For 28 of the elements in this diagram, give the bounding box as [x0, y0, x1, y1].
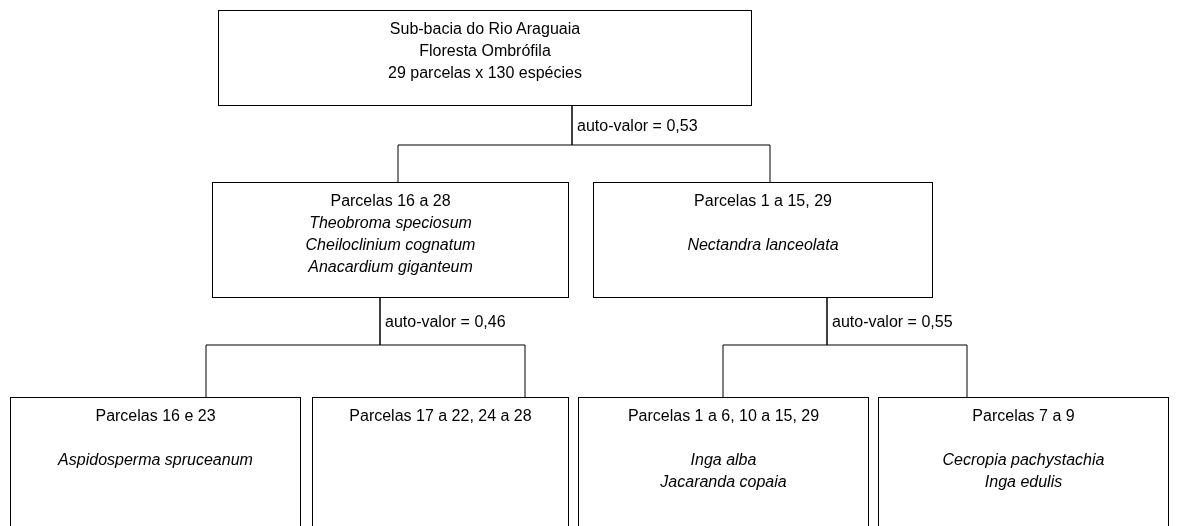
species-name: Theobroma speciosum: [309, 213, 472, 233]
group-heading: Parcelas 1 a 15, 29: [694, 191, 832, 211]
species-name: Inga alba: [690, 450, 757, 470]
species-name: Cheiloclinium cognatum: [305, 235, 476, 255]
species-name: Nectandra lanceolata: [687, 235, 839, 255]
group-box: [578, 397, 869, 526]
group-box: [218, 10, 752, 106]
group-box: [212, 182, 569, 298]
group-box: [878, 397, 1169, 526]
group-box: [10, 397, 301, 526]
connector-line: [379, 297, 526, 398]
group-box: [312, 397, 569, 526]
group-heading: Parcelas 7 a 9: [972, 406, 1075, 426]
species-name: Jacaranda copaia: [660, 472, 787, 492]
connector-line: [826, 297, 968, 398]
group-heading: Parcelas 17 a 22, 24 a 28: [349, 406, 532, 426]
species-name: Aspidosperma spruceanum: [58, 450, 253, 470]
group-heading: Floresta Ombrófila: [419, 41, 551, 61]
group-heading: Parcelas 1 a 6, 10 a 15, 29: [627, 406, 820, 426]
group-heading: Parcelas 16 a 28: [330, 191, 451, 211]
group-heading: Sub-bacia do Rio Araguaia: [389, 19, 581, 39]
group-heading: 29 parcelas x 130 espécies: [388, 63, 582, 83]
group-heading: Parcelas 16 e 23: [95, 406, 216, 426]
species-name: Cecropia pachystachia: [942, 450, 1105, 470]
species-name: Anacardium giganteum: [308, 257, 473, 277]
species-name: Inga edulis: [984, 472, 1063, 492]
group-box: [593, 182, 933, 298]
connector-line: [571, 105, 771, 183]
